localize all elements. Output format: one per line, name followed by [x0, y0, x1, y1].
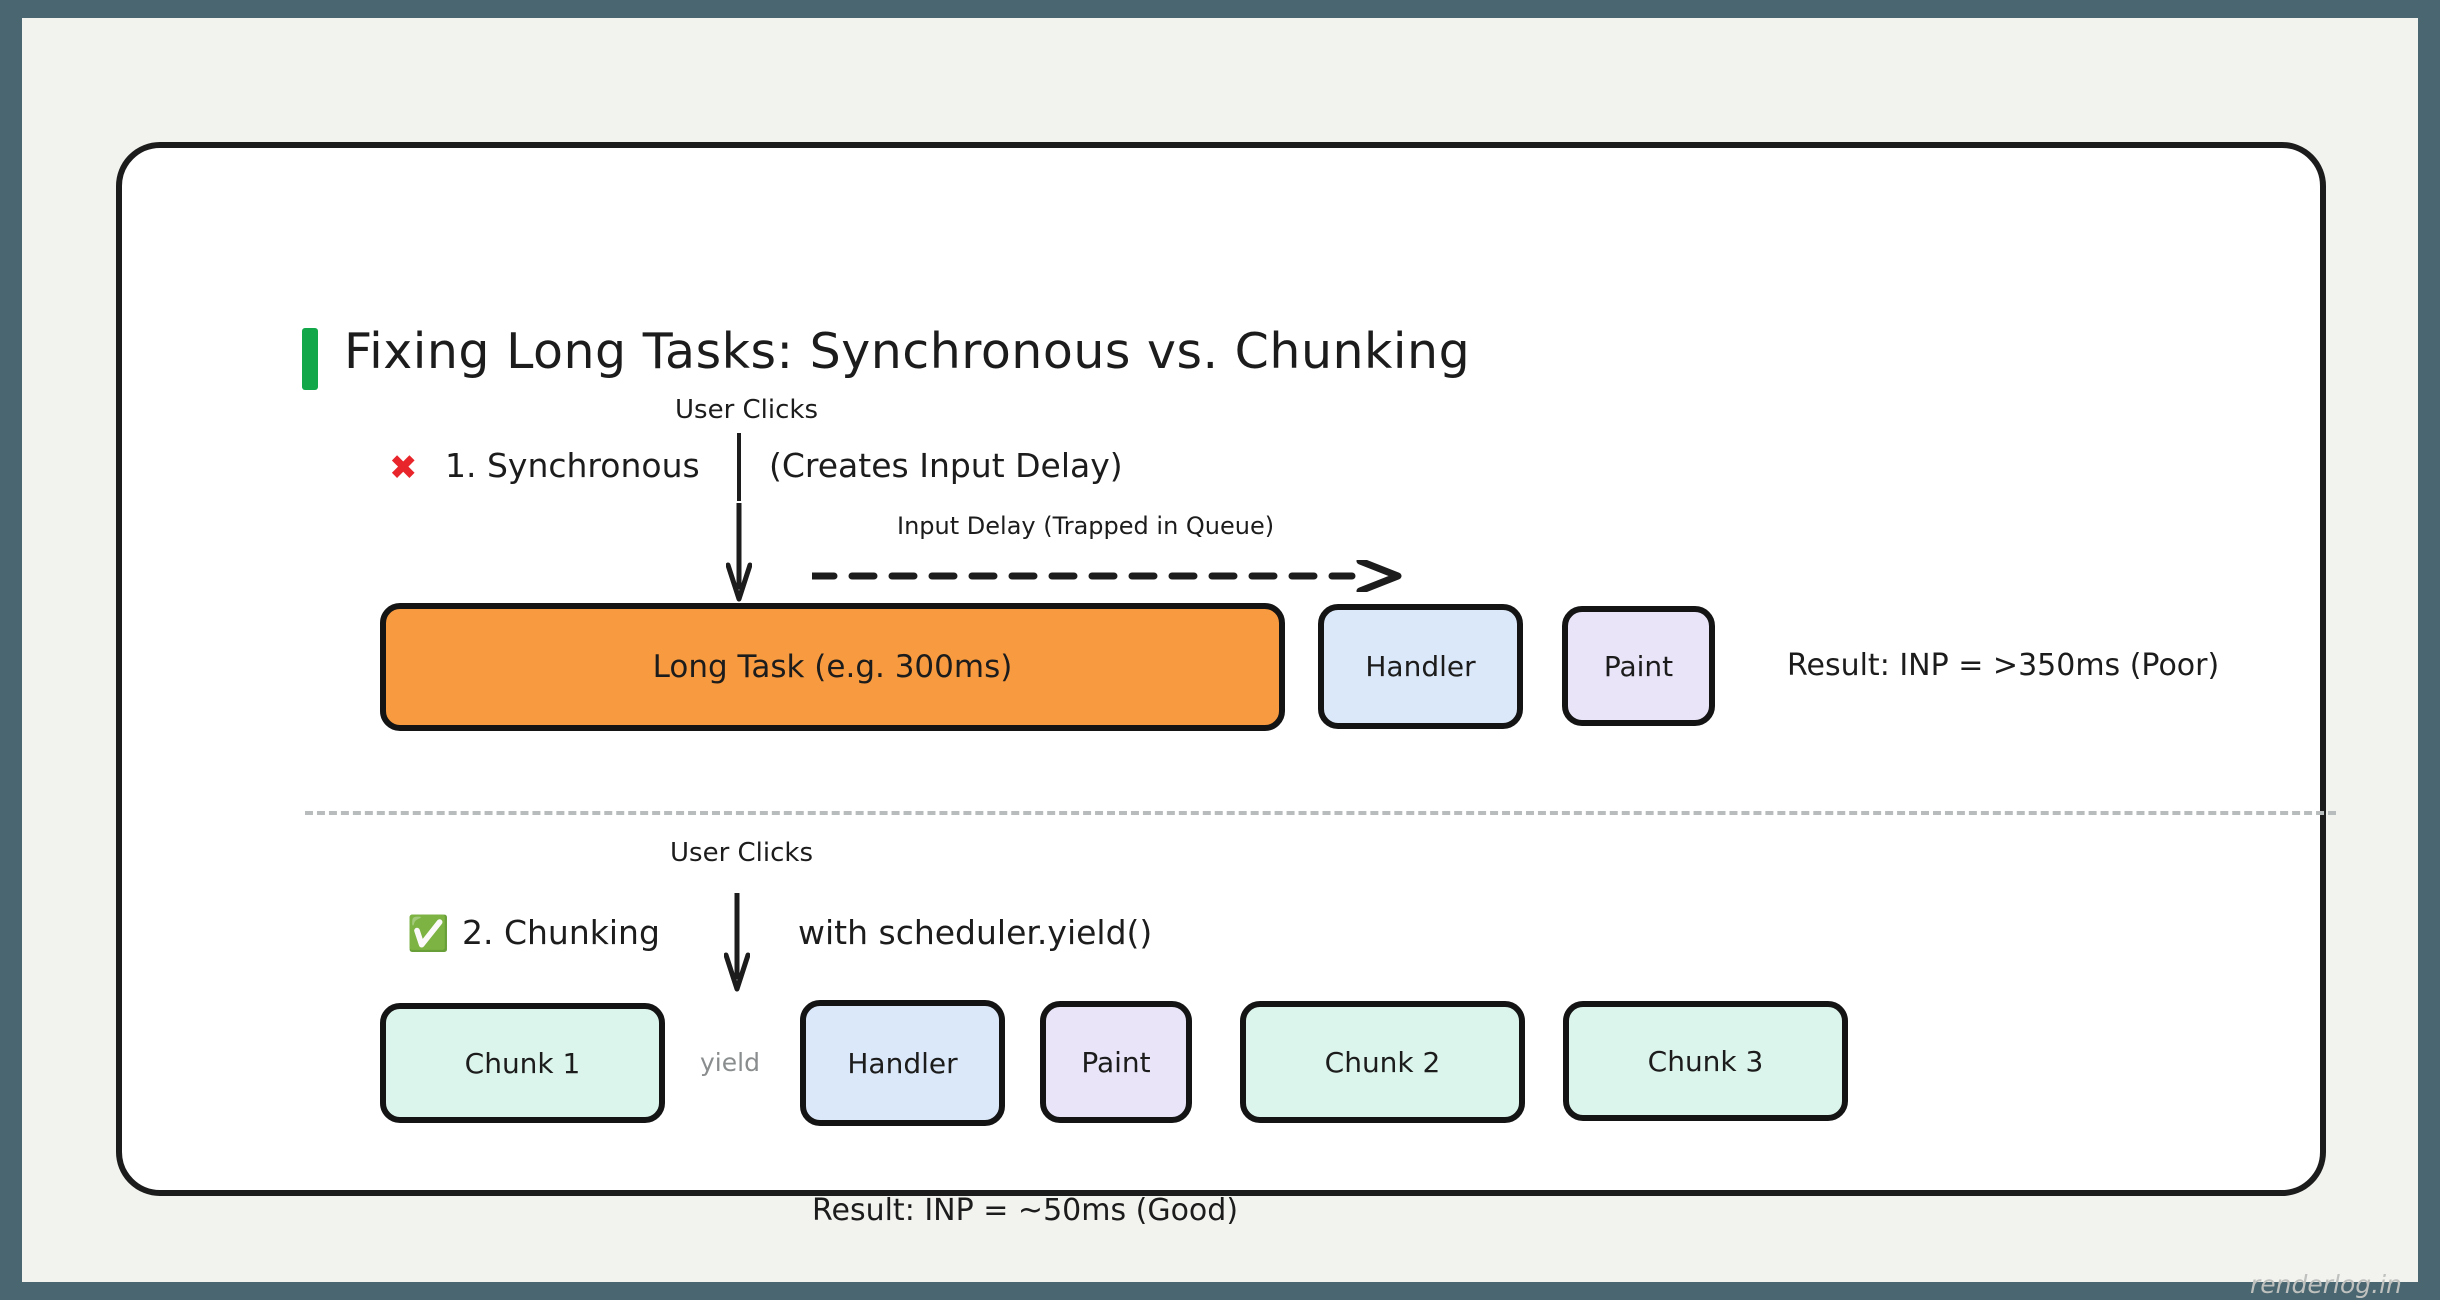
section-one-divider-rule: [737, 433, 741, 501]
section-one-result: Result: INP = >350ms (Poor): [1787, 648, 2220, 683]
diagram-card: Fixing Long Tasks: Synchronous vs. Chunk…: [116, 142, 2402, 1299]
section-two-result: Result: INP = ~50ms (Good): [812, 1193, 1239, 1228]
box-paint-sync-label: Paint: [1603, 649, 1674, 683]
cross-mark-icon: ✖: [389, 448, 418, 488]
section-two-heading-note: with scheduler.yield(): [798, 913, 1153, 952]
box-chunk-3[interactable]: Chunk 3: [1563, 1001, 1848, 1121]
box-paint-sync[interactable]: Paint: [1562, 606, 1715, 726]
box-handler-chunked-label: Handler: [847, 1046, 958, 1080]
box-long-task-label: Long Task (e.g. 300ms): [652, 649, 1013, 685]
box-handler-chunked[interactable]: Handler: [800, 1000, 1005, 1126]
section-one-user-clicks-label: User Clicks: [675, 395, 819, 425]
box-handler-sync-label: Handler: [1365, 650, 1476, 683]
box-long-task[interactable]: Long Task (e.g. 300ms): [380, 603, 1285, 731]
user-click-arrow-icon: [726, 503, 752, 602]
yield-label: yield: [700, 1048, 760, 1077]
input-delay-label: Input Delay (Trapped in Queue): [897, 512, 1275, 540]
check-mark-icon: ✅: [407, 914, 450, 954]
page-title: Fixing Long Tasks: Synchronous vs. Chunk…: [344, 323, 1471, 380]
user-click-arrow-chunking-icon: [724, 893, 750, 992]
section-one-heading: 1. Synchronous: [445, 446, 700, 485]
section-divider: [305, 811, 2336, 815]
box-chunk-2-label: Chunk 2: [1324, 1045, 1441, 1079]
input-delay-arrow-icon: [812, 560, 1402, 592]
box-paint-chunked-label: Paint: [1081, 1045, 1151, 1079]
canvas-background: Fixing Long Tasks: Synchronous vs. Chunk…: [22, 18, 2418, 1299]
box-handler-sync[interactable]: Handler: [1318, 604, 1523, 729]
section-two-heading: 2. Chunking: [462, 913, 660, 952]
box-chunk-2[interactable]: Chunk 2: [1240, 1001, 1525, 1123]
title-accent-bar: [302, 328, 318, 390]
section-one-heading-note: (Creates Input Delay): [769, 446, 1123, 485]
section-two-user-clicks-label: User Clicks: [670, 838, 814, 868]
box-chunk-1[interactable]: Chunk 1: [380, 1003, 665, 1123]
watermark: renderlog.in: [2250, 1270, 2402, 1299]
box-chunk-1-label: Chunk 1: [464, 1046, 581, 1080]
box-chunk-3-label: Chunk 3: [1647, 1044, 1764, 1078]
box-paint-chunked[interactable]: Paint: [1040, 1001, 1192, 1123]
